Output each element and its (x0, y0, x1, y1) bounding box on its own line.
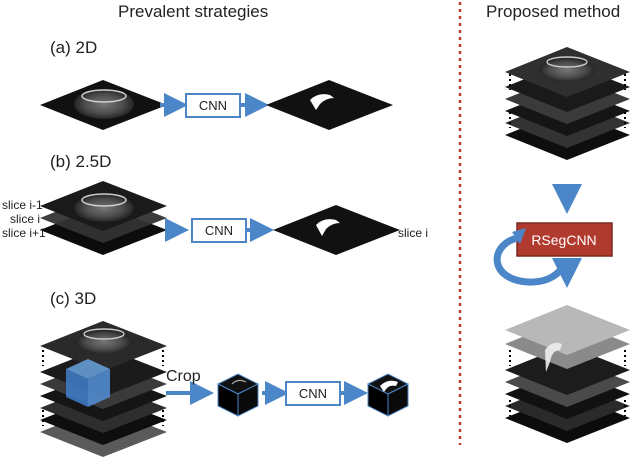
input-volume-3d (40, 321, 167, 457)
input-slice-2d (40, 80, 167, 130)
section-25d-label: (b) 2.5D (50, 152, 112, 171)
cnn-label-a: CNN (199, 98, 227, 113)
cnn-label-b: CNN (205, 223, 233, 238)
slice-cur-label: slice i (10, 212, 41, 226)
header-proposed: Proposed method (486, 2, 621, 21)
cropped-cube-input (216, 373, 260, 417)
section-2d-label: (a) 2D (50, 38, 98, 57)
proposed-output-stack (505, 305, 630, 443)
rsegcnn-label: RSegCNN (531, 232, 596, 248)
cnn-label-c: CNN (299, 386, 327, 401)
slice-out-label: slice i (398, 226, 429, 240)
header-prevalent: Prevalent strategies (118, 2, 269, 21)
section-3d-label: (c) 3D (50, 289, 97, 308)
cropped-cube-output (366, 373, 410, 417)
slice-prev-label: slice i-1 (2, 198, 43, 212)
output-mask-2d (266, 80, 393, 130)
slice-next-label: slice i+1 (2, 226, 46, 240)
output-mask-25d (273, 205, 400, 255)
input-slices-25d (40, 181, 167, 255)
crop-label: Crop (166, 368, 201, 385)
proposed-input-stack (505, 47, 630, 160)
